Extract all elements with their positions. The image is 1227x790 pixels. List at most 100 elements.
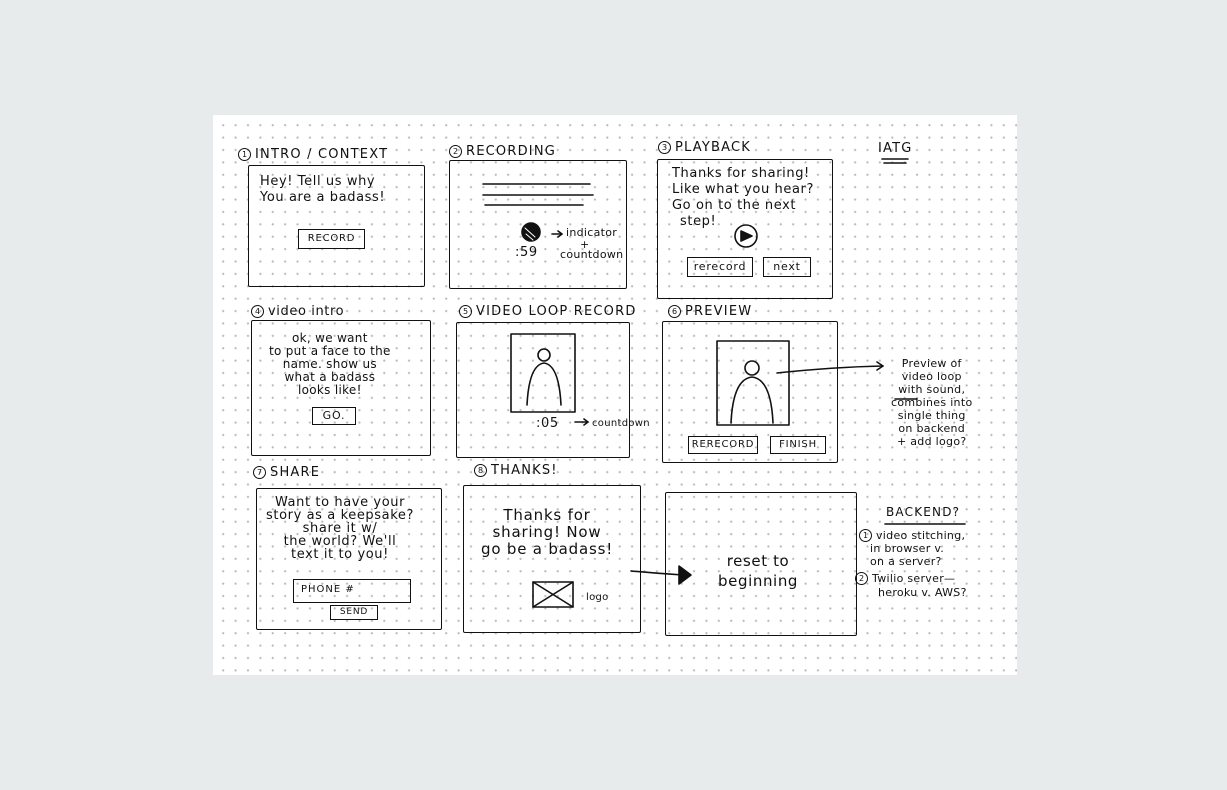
- play-icon: [734, 224, 758, 248]
- panel-4-text-line: name. show us: [282, 357, 377, 371]
- go-button[interactable]: GO.: [312, 407, 356, 425]
- countdown-note: countdown: [560, 248, 624, 261]
- video-loop-countdown-arrow-icon: [574, 418, 589, 426]
- sketch-paper: 1 INTRO / CONTEXT Hey! Tell us why You ar…: [213, 115, 1017, 675]
- panel-3-title: PLAYBACK: [675, 140, 751, 155]
- panel-3-heading: 3 PLAYBACK: [658, 140, 751, 155]
- panel-7-text: Want to have your story as a keepsake? s…: [266, 496, 414, 561]
- panel-1-text: Hey! Tell us why You are a badass!: [260, 175, 385, 204]
- panel-4-number: 4: [251, 305, 264, 318]
- rerecord-button[interactable]: rerecord: [687, 257, 753, 277]
- video-loop-countdown-note: countdown: [592, 418, 650, 429]
- panel-4-frame: [251, 320, 431, 456]
- preview-note-line: + add logo?: [896, 435, 967, 448]
- iatg-underline: [881, 158, 909, 164]
- phone-input-label: PHONE #: [301, 584, 355, 595]
- panel-4-text-line: looks like!: [297, 383, 362, 397]
- indicator-note-plus: +: [580, 238, 590, 251]
- panel-7-text-line: story as a keepsake?: [266, 508, 414, 523]
- panel-3-text-line: Like what you hear?: [672, 182, 814, 197]
- backend-item-2: 2 Twilio server— heroku v. AWS?: [855, 572, 967, 600]
- panel-6-frame: [662, 321, 838, 463]
- panel-7-heading: 7 SHARE: [253, 465, 320, 480]
- backend-item-2-number: 2: [855, 572, 868, 585]
- next-button[interactable]: next: [763, 257, 811, 277]
- panel-5-frame: [456, 322, 630, 458]
- panel-6-number: 6: [668, 305, 681, 318]
- video-loop-person-icon: [510, 333, 576, 413]
- preview-note-line: single thing: [897, 409, 966, 422]
- panel-5-title: VIDEO LOOP RECORD: [476, 304, 637, 319]
- panel-5-heading: 5 VIDEO LOOP RECORD: [459, 304, 637, 319]
- panel-2-number: 2: [449, 145, 462, 158]
- backend-item-2-line: heroku v. AWS?: [878, 586, 967, 599]
- panel-8-text-line: Thanks for: [503, 506, 591, 524]
- preview-person-icon: [716, 340, 790, 426]
- panel-1-frame: [248, 165, 425, 287]
- preview-note: Preview of video loop with sound, combin…: [891, 357, 972, 448]
- panel-8-text: Thanks for sharing! Now go be a badass!: [481, 507, 613, 558]
- panel-4-text-line: ok, we want: [291, 331, 368, 345]
- preview-rerecord-button[interactable]: RERECORD: [688, 436, 758, 454]
- preview-note-line: on backend: [898, 422, 966, 435]
- panel-7-text-line: Want to have your: [274, 495, 406, 510]
- recording-timer: :59: [515, 245, 538, 260]
- panel-2-title: RECORDING: [466, 144, 557, 159]
- backend-item-1-line: in browser v.: [870, 542, 945, 555]
- panel-8-text-line: go be a badass!: [481, 540, 614, 558]
- panel-4-title: video intro: [268, 304, 345, 319]
- backend-item-1-number: 1: [859, 529, 872, 542]
- indicator-note: indicator: [566, 226, 618, 239]
- preview-note-line: with sound,: [898, 383, 966, 396]
- panel-3-text-line: step!: [680, 214, 717, 229]
- send-button[interactable]: SEND: [330, 605, 378, 620]
- panel-5-number: 5: [459, 305, 472, 318]
- preview-note-line: Preview of: [901, 357, 962, 370]
- preview-note-arrow-icon: [776, 361, 884, 374]
- video-loop-timer: :05: [536, 416, 559, 431]
- backend-item-1: 1 video stitching, in browser v. on a ser…: [859, 529, 965, 568]
- panel-1-text-line: You are a badass!: [260, 190, 386, 205]
- panel-4-heading: 4 video intro: [251, 304, 344, 319]
- panel-1-number: 1: [238, 148, 251, 161]
- panel-8-title: THANKS!: [491, 463, 558, 478]
- panel-3-frame: [657, 159, 833, 299]
- panel-1-heading: 1 INTRO / CONTEXT: [238, 147, 388, 162]
- panel-4-text-line: what a badass: [284, 370, 376, 384]
- panel-8-frame: [463, 485, 641, 633]
- reset-arrow-icon: [630, 565, 692, 585]
- backend-item-2-line: Twilio server—: [872, 572, 956, 585]
- panel-7-frame: [256, 488, 442, 630]
- panel-1-title: INTRO / CONTEXT: [255, 147, 389, 162]
- panel-4-text-line: to put a face to the: [269, 344, 391, 358]
- panel-2-heading: 2 RECORDING: [449, 144, 556, 159]
- panel-3-text-line: Go on to the next: [672, 198, 797, 213]
- backend-title: BACKEND?: [886, 505, 961, 519]
- logo-placeholder-icon: [532, 581, 574, 608]
- backend-item-1-line: video stitching,: [876, 529, 966, 542]
- panel-7-text-line: the world? We'll: [283, 534, 397, 549]
- panel-9-text-line: beginning: [718, 572, 799, 590]
- logo-label: logo: [586, 592, 609, 603]
- recording-text-lines: [482, 183, 594, 206]
- panel-3-number: 3: [658, 141, 671, 154]
- panel-7-text-line: share it w/: [302, 521, 378, 536]
- panel-7-number: 7: [253, 466, 266, 479]
- panel-9-frame: [665, 492, 857, 636]
- panel-7-title: SHARE: [270, 465, 321, 480]
- sketch-drawings: [482, 158, 966, 608]
- panel-8-heading: 8 THANKS!: [474, 463, 558, 478]
- panel-9-text: reset to beginning: [718, 551, 798, 591]
- panel-8-number: 8: [474, 464, 487, 477]
- panel-3-text-line: Thanks for sharing!: [672, 166, 810, 181]
- panel-9-text-line: reset to: [726, 552, 790, 570]
- record-button[interactable]: RECORD: [298, 229, 365, 249]
- phone-input[interactable]: PHONE #: [293, 579, 411, 603]
- panel-2-frame: [449, 160, 627, 289]
- backend-item-1-line: on a server?: [870, 555, 942, 568]
- finish-button[interactable]: FINISH: [770, 436, 826, 454]
- panel-8-text-line: sharing! Now: [492, 523, 602, 541]
- iatg-tag: IATG: [878, 141, 913, 156]
- panel-1-text-line: Hey! Tell us why: [260, 174, 376, 189]
